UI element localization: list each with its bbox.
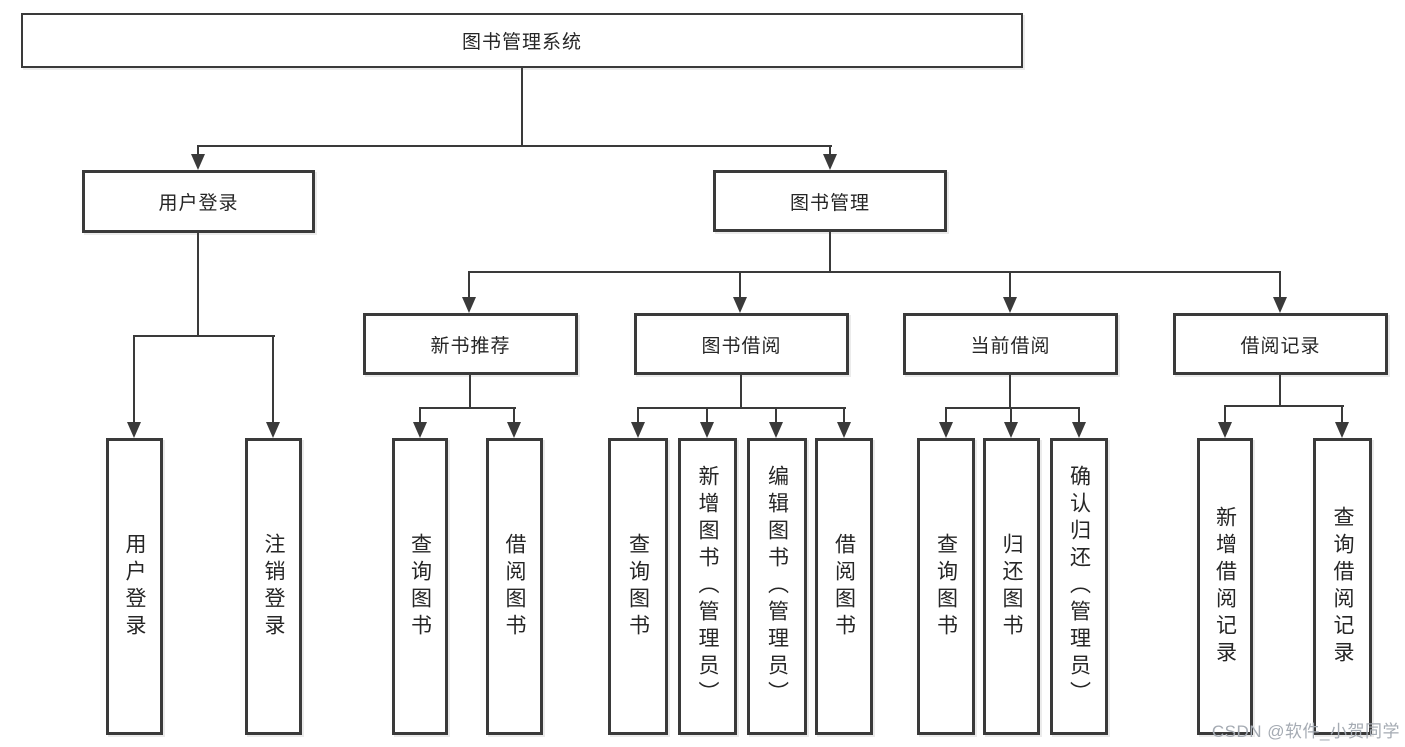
leaf-query-borrow-record: 查询借阅记录	[1313, 438, 1372, 735]
node-borrowing-records-label: 借阅记录	[1240, 335, 1321, 357]
arrowhead-down-icon	[1218, 422, 1232, 438]
connector-line	[1010, 408, 1012, 424]
connector-line	[945, 408, 947, 424]
connector-line	[513, 408, 515, 424]
arrowhead-down-icon	[462, 297, 476, 313]
leaf-label: 查询图书	[626, 532, 650, 641]
leaf-confirm-return-admin: 确认归还（管理员）	[1050, 438, 1108, 735]
connector-line	[1341, 406, 1343, 424]
leaf-label: 查询借阅记录	[1331, 505, 1354, 668]
leaf-label: 新增图书（管理员）	[696, 465, 719, 708]
arrowhead-down-icon	[939, 422, 953, 438]
node-book-management: 图书管理	[713, 170, 947, 232]
connector-line	[739, 272, 741, 299]
arrowhead-down-icon	[769, 422, 783, 438]
connector-line	[637, 408, 639, 424]
leaf-edit-books-admin: 编辑图书（管理员）	[747, 438, 807, 735]
connector-line	[521, 66, 523, 146]
connector-line	[829, 146, 831, 156]
connector-line	[133, 336, 135, 424]
leaf-add-books-admin: 新增图书（管理员）	[678, 438, 737, 735]
arrowhead-down-icon	[507, 422, 521, 438]
arrowhead-down-icon	[413, 422, 427, 438]
connector-line	[1224, 406, 1226, 424]
arrowhead-down-icon	[266, 422, 280, 438]
connector-line	[1279, 272, 1281, 299]
node-book-borrowing: 图书借阅	[634, 313, 849, 375]
arrowhead-down-icon	[823, 154, 837, 170]
leaf-label: 归还图书	[1000, 532, 1023, 641]
connector-line	[419, 407, 516, 409]
arrowhead-down-icon	[837, 422, 851, 438]
connector-line	[843, 408, 845, 424]
node-root-label: 图书管理系统	[461, 32, 582, 53]
leaf-label: 用户登录	[123, 532, 146, 641]
connector-line	[272, 336, 274, 424]
connector-line	[1078, 408, 1080, 424]
connector-line	[197, 231, 199, 337]
node-book-management-label: 图书管理	[789, 192, 870, 214]
connector-line	[468, 271, 1281, 273]
connector-line	[706, 408, 708, 424]
leaf-label: 注销登录	[262, 532, 285, 641]
leaf-borrow-books-recommend: 借阅图书	[486, 438, 543, 735]
leaf-label: 确认归还（管理员）	[1067, 465, 1091, 708]
connector-line	[197, 145, 832, 147]
leaf-logout: 注销登录	[245, 438, 302, 735]
leaf-return-books: 归还图书	[983, 438, 1040, 735]
arrowhead-down-icon	[1003, 297, 1017, 313]
node-current-borrowing: 当前借阅	[903, 313, 1118, 375]
watermark: CSDN @软件_小贺同学	[1211, 722, 1400, 741]
connector-line	[637, 407, 846, 409]
leaf-label: 新增借阅记录	[1213, 505, 1237, 668]
arrowhead-down-icon	[191, 154, 205, 170]
connector-line	[419, 408, 421, 424]
node-new-book-recommendation: 新书推荐	[363, 313, 578, 375]
leaf-label: 借阅图书	[832, 532, 856, 641]
connector-line	[740, 373, 742, 409]
connector-line	[1009, 272, 1011, 299]
connector-line	[468, 272, 470, 299]
connector-line	[945, 407, 1080, 409]
node-new-book-recommendation-label: 新书推荐	[430, 335, 511, 357]
node-user-login: 用户登录	[82, 170, 315, 233]
leaf-user-login: 用户登录	[106, 438, 163, 735]
arrowhead-down-icon	[1004, 422, 1018, 438]
leaf-label: 查询图书	[934, 532, 958, 641]
connector-line	[1279, 373, 1281, 407]
leaf-query-books-current: 查询图书	[917, 438, 975, 735]
arrowhead-down-icon	[700, 422, 714, 438]
node-borrowing-records: 借阅记录	[1173, 313, 1388, 375]
connector-line	[197, 146, 199, 156]
leaf-query-books-borrowing: 查询图书	[608, 438, 668, 735]
leaf-borrow-books-borrowing: 借阅图书	[815, 438, 873, 735]
node-current-borrowing-label: 当前借阅	[970, 335, 1051, 357]
connector-line	[1224, 405, 1344, 407]
node-book-borrowing-label: 图书借阅	[701, 335, 782, 357]
node-user-login-label: 用户登录	[158, 193, 239, 214]
arrowhead-down-icon	[1335, 422, 1349, 438]
leaf-label: 借阅图书	[503, 532, 526, 641]
arrowhead-down-icon	[733, 297, 747, 313]
node-root: 图书管理系统	[21, 13, 1023, 68]
leaf-label: 查询图书	[408, 532, 432, 641]
connector-line	[1009, 373, 1011, 409]
connector-line	[775, 408, 777, 424]
leaf-add-borrow-record: 新增借阅记录	[1197, 438, 1253, 735]
arrowhead-down-icon	[1273, 297, 1287, 313]
arrowhead-down-icon	[631, 422, 645, 438]
arrowhead-down-icon	[127, 422, 141, 438]
leaf-label: 编辑图书（管理员）	[765, 465, 789, 708]
connector-line	[133, 335, 275, 337]
connector-line	[469, 373, 471, 409]
arrowhead-down-icon	[1072, 422, 1086, 438]
leaf-query-books-recommend: 查询图书	[392, 438, 448, 735]
connector-line	[829, 230, 831, 273]
